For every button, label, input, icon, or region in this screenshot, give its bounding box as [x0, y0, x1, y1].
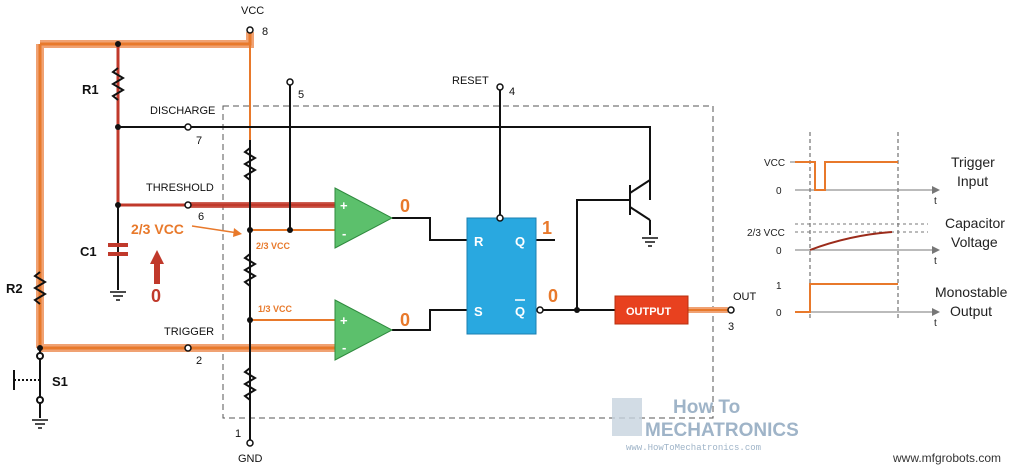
site-credit: www.mfgrobots.com: [892, 451, 1001, 465]
timing-capacitor-title-1: Capacitor: [945, 215, 1005, 231]
capacitor-level-arrow: [191, 225, 239, 234]
timing-capacitor-axis: t: [934, 256, 937, 267]
pin-trigger-label: TRIGGER: [164, 326, 214, 338]
timing-trigger-axis: t: [934, 196, 937, 207]
timing-trigger-title-1: Trigger: [951, 154, 995, 170]
flipflop-q-label: Q: [515, 234, 525, 249]
flipflop-s-label: S: [474, 304, 483, 319]
pin-6-number: 6: [198, 211, 204, 223]
flipflop-r-label: R: [474, 234, 484, 249]
wires: [39, 85, 651, 440]
timing-diagrams: VCC 0 t Trigger Input 2/3 VCC 0 t Capaci…: [747, 132, 1008, 329]
ic-outline: [222, 105, 714, 419]
timing-capacitor-low: 0: [776, 246, 782, 257]
timing-output-title-2: Output: [950, 303, 992, 319]
r1-label: R1: [82, 82, 99, 97]
comparator-top-minus: -: [342, 226, 346, 241]
c1-capacitor: [108, 243, 128, 256]
pin-reset-label: RESET: [452, 75, 489, 87]
pin-vcc-label: VCC: [241, 5, 264, 17]
pin-2-number: 2: [196, 355, 202, 367]
pin-4-number: 4: [509, 86, 515, 98]
timing-trigger-high: VCC: [764, 158, 785, 169]
watermark-brand: MECHATRONICS: [645, 420, 799, 441]
pin-7-number: 7: [196, 135, 202, 147]
qbar-state: 0: [548, 286, 558, 306]
s1-label: S1: [52, 374, 68, 389]
flipflop-qbar-label: Q: [515, 304, 525, 319]
r1-resistor: [111, 67, 125, 101]
comparator-top: + -: [334, 187, 394, 249]
divider-high-label: 2/3 VCC: [256, 241, 291, 251]
ground-symbol-c1: [110, 291, 126, 301]
r2-resistor: [33, 271, 47, 305]
top-comparator-state: 0: [400, 196, 410, 216]
junction-dots: [37, 41, 580, 351]
pin-terminals: [184, 26, 735, 447]
watermark-howto: How To: [673, 397, 740, 418]
ground-symbol-s1: [32, 419, 48, 429]
capacitor-start-label: 0: [151, 286, 161, 306]
divider-resistor-mid: [243, 253, 257, 287]
divider-resistor-bottom: [243, 367, 257, 401]
timing-output-axis: t: [934, 318, 937, 329]
s1-switch: [13, 352, 44, 418]
howtomechatronics-watermark: How To MECHATRONICS www.HowToMechatronic…: [612, 397, 799, 453]
comparator-top-plus: +: [340, 198, 348, 213]
r2-label: R2: [6, 281, 23, 296]
pin-1-number: 1: [235, 428, 241, 440]
comparator-bottom: + -: [334, 299, 394, 361]
timing-output-title-1: Monostable: [935, 284, 1008, 300]
capacitor-level-label: 2/3 VCC: [131, 221, 184, 237]
pin-threshold-label: THRESHOLD: [146, 182, 214, 194]
bottom-comparator-state: 0: [400, 310, 410, 330]
pin-3-number: 3: [728, 321, 734, 333]
comparator-bottom-minus: -: [342, 340, 346, 355]
timing-output-high: 1: [776, 281, 782, 292]
capacitor-charge-arrow: [154, 262, 160, 284]
output-box: OUTPUT: [614, 295, 689, 325]
watermark-url: www.HowToMechatronics.com: [626, 443, 761, 453]
pin-out-label: OUT: [733, 291, 757, 303]
c1-label: C1: [80, 244, 97, 259]
q-state: 1: [542, 218, 552, 238]
timing-capacitor-title-2: Voltage: [951, 234, 998, 250]
timing-trigger-title-2: Input: [957, 173, 988, 189]
pin-5-number: 5: [298, 89, 304, 101]
discharge-transistor: [629, 127, 651, 221]
sr-flipflop: R Q S Q: [466, 217, 544, 335]
pin-8-number: 8: [262, 26, 268, 38]
timing-output-low: 0: [776, 308, 782, 319]
output-box-label: OUTPUT: [626, 306, 672, 318]
divider-low-label: 1/3 VCC: [258, 304, 293, 314]
pin-discharge-label: DISCHARGE: [150, 105, 215, 117]
divider-resistor-top: [243, 147, 257, 181]
timing-trigger-low: 0: [776, 186, 782, 197]
timing-capacitor-level: 2/3 VCC: [747, 228, 785, 239]
pin-gnd-label: GND: [238, 453, 263, 465]
ground-symbol-transistor: [642, 237, 658, 247]
comparator-bottom-plus: +: [340, 313, 348, 328]
